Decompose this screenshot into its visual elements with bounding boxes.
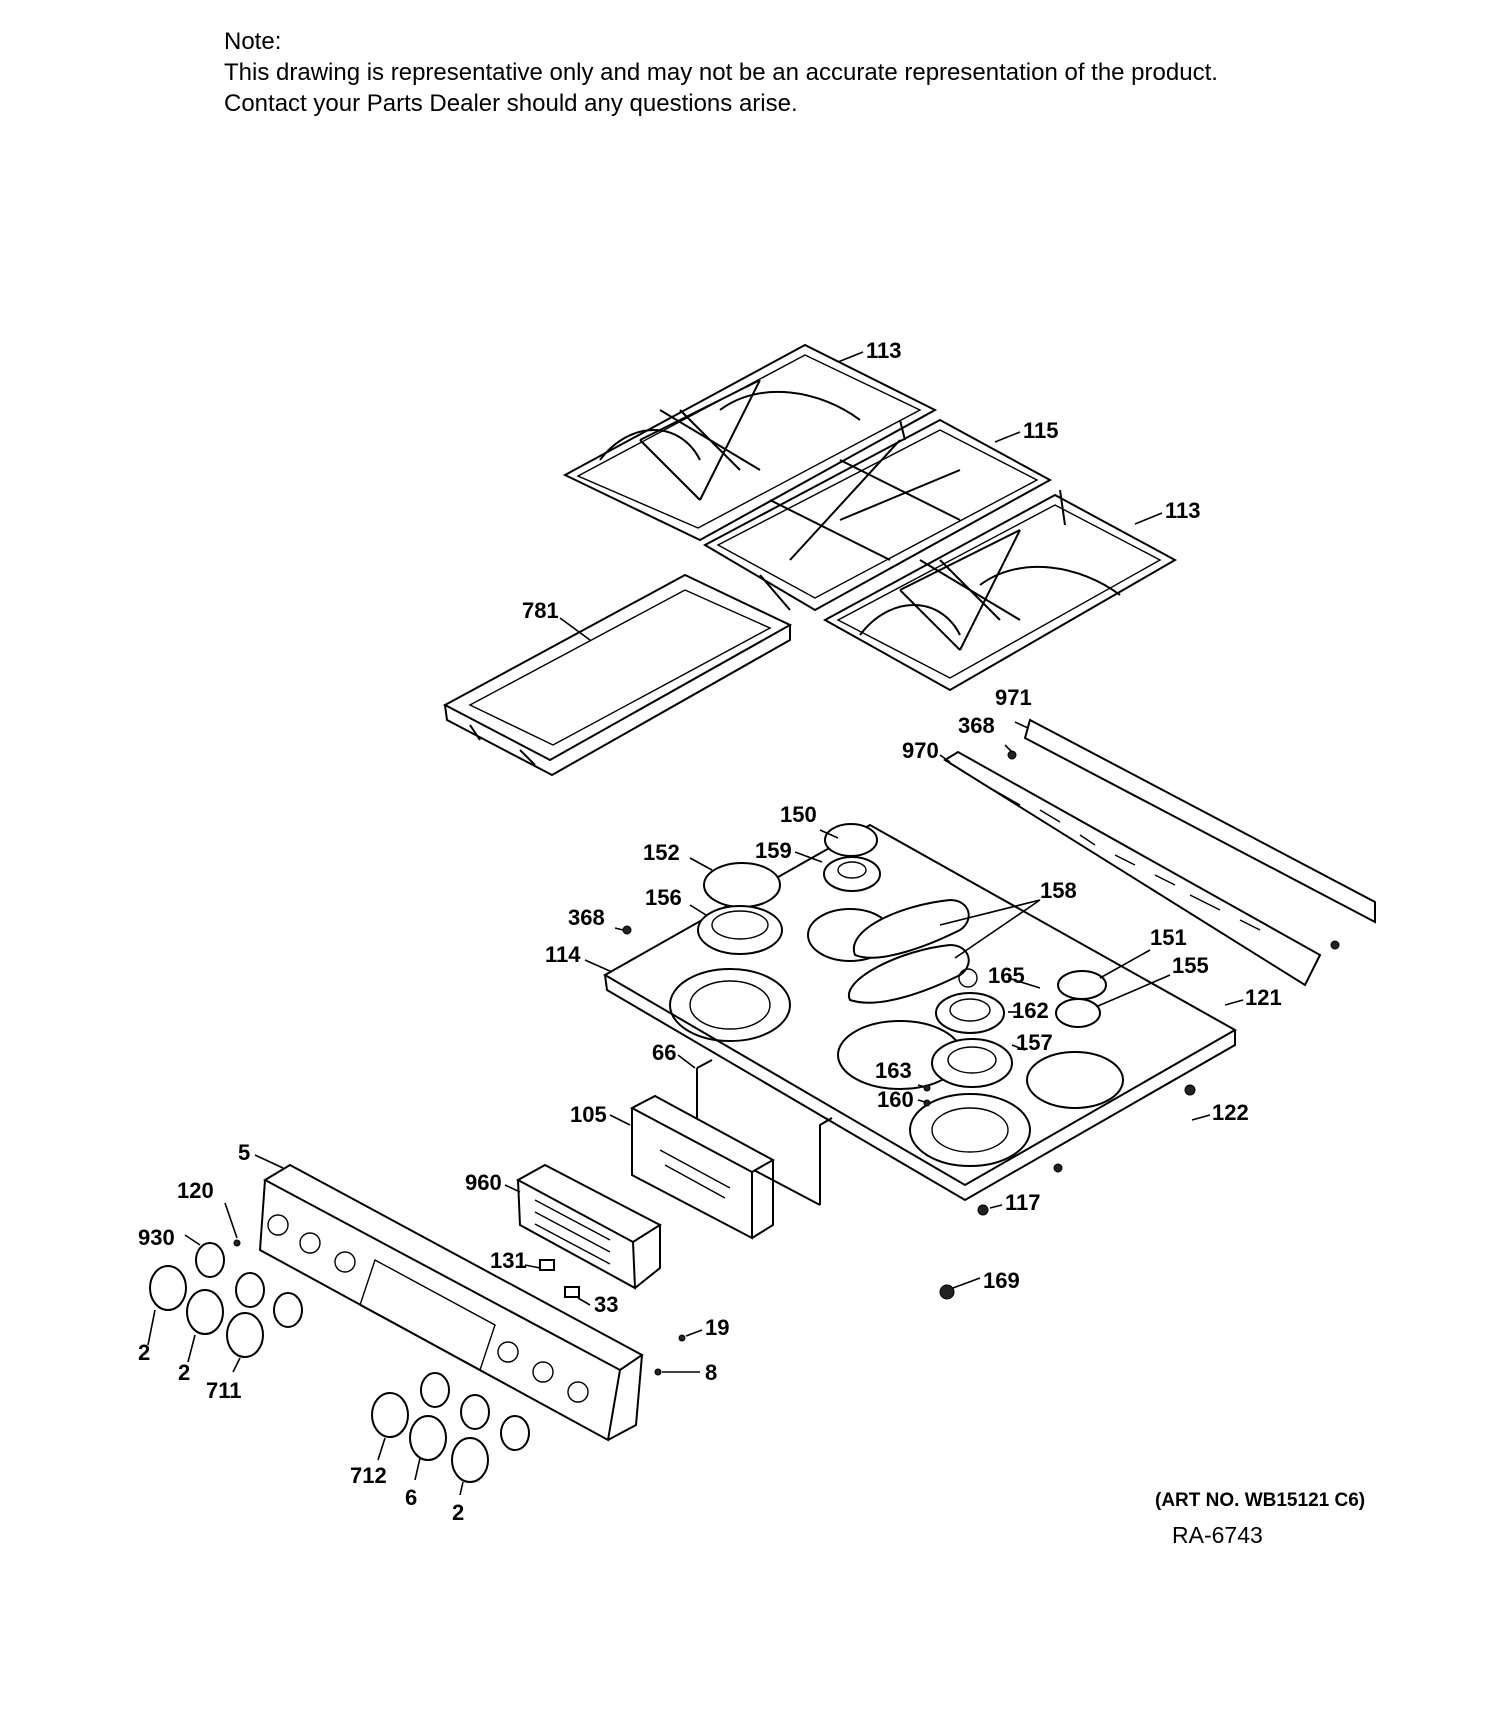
rail-970 (943, 750, 1340, 987)
label-113-right: 113 (1165, 498, 1201, 523)
touch-panel-960 (515, 1163, 663, 1290)
burner-head-155 (1055, 998, 1101, 1028)
part-117 (977, 1204, 989, 1216)
screw-368-left (622, 925, 632, 935)
label-151: 151 (1150, 925, 1187, 950)
label-5: 5 (238, 1140, 250, 1165)
ra-number: RA-6743 (1172, 1522, 1263, 1548)
label-114: 114 (545, 942, 581, 967)
label-105: 105 (570, 1102, 607, 1127)
label-131: 131 (490, 1248, 527, 1273)
grate-center-115 (702, 418, 1053, 612)
cap-165 (958, 968, 978, 988)
label-781: 781 (522, 598, 559, 623)
label-960: 960 (465, 1170, 502, 1195)
label-368-left: 368 (568, 905, 605, 930)
label-163: 163 (875, 1058, 912, 1083)
part-131 (539, 1259, 555, 1271)
knobs-right (371, 1372, 530, 1483)
control-panel-5 (258, 1163, 644, 1442)
label-2-a: 2 (138, 1340, 150, 1365)
screw-120 (233, 1239, 241, 1247)
part-labels: 113 115 113 781 971 368 970 150 152 159 … (138, 338, 1282, 1525)
part-122 (1184, 1084, 1196, 1096)
center-cap-158 (847, 898, 970, 1004)
label-19: 19 (705, 1315, 729, 1340)
control-board-105 (629, 1094, 776, 1240)
label-158: 158 (1040, 878, 1077, 903)
grate-right-113 (822, 489, 1178, 692)
part-33 (564, 1286, 580, 1298)
burner-cap-151 (1057, 970, 1107, 1000)
label-157: 157 (1016, 1030, 1053, 1055)
burner-cap-150 (824, 823, 878, 857)
label-152: 152 (643, 840, 680, 865)
label-6: 6 (405, 1485, 417, 1510)
screw-368-top (1007, 750, 1017, 760)
leveler-169 (939, 1284, 955, 1300)
note-line-1: This drawing is representative only and … (224, 59, 1218, 86)
burner-cap-152 (703, 862, 781, 908)
disclaimer-note: Note: This drawing is representative onl… (224, 26, 1218, 119)
label-117: 117 (1005, 1190, 1041, 1215)
label-930: 930 (138, 1225, 175, 1250)
label-66: 66 (652, 1040, 676, 1065)
knobs-left (149, 1242, 303, 1358)
label-160: 160 (877, 1087, 914, 1112)
label-115: 115 (1023, 418, 1059, 443)
label-121: 121 (1245, 985, 1282, 1010)
part-163 (923, 1084, 931, 1092)
label-711: 711 (206, 1378, 242, 1403)
part-19 (678, 1334, 686, 1342)
label-2-b: 2 (178, 1360, 190, 1385)
note-heading: Note: (224, 28, 282, 55)
burner-head-157 (931, 1038, 1013, 1088)
grate-left-113 (562, 343, 938, 542)
label-33: 33 (594, 1292, 618, 1317)
label-156: 156 (645, 885, 682, 910)
label-113-top: 113 (866, 338, 902, 363)
label-970: 970 (902, 738, 939, 763)
label-169: 169 (983, 1268, 1020, 1293)
label-122: 122 (1212, 1100, 1249, 1125)
label-712: 712 (350, 1463, 387, 1488)
label-2-c: 2 (452, 1500, 464, 1525)
art-number: (ART NO. WB15121 C6) (1155, 1490, 1366, 1511)
label-165: 165 (988, 963, 1025, 988)
leader-lines (147, 351, 1244, 1496)
label-162: 162 (1012, 998, 1049, 1023)
burner-head-156 (697, 905, 783, 955)
griddle-781 (442, 573, 793, 777)
label-159: 159 (755, 838, 792, 863)
label-8: 8 (705, 1360, 717, 1385)
rail-971 (1023, 718, 1376, 924)
burner-head-162 (935, 992, 1005, 1034)
label-120: 120 (177, 1178, 214, 1203)
label-971: 971 (995, 685, 1032, 710)
note-line-2: Contact your Parts Dealer should any que… (224, 90, 798, 117)
foot-117b (1053, 1163, 1063, 1173)
label-150: 150 (780, 802, 817, 827)
label-368-top: 368 (958, 713, 995, 738)
burner-head-159 (823, 856, 881, 892)
label-155: 155 (1172, 953, 1209, 978)
part-160 (923, 1099, 931, 1107)
part-8 (654, 1368, 662, 1376)
